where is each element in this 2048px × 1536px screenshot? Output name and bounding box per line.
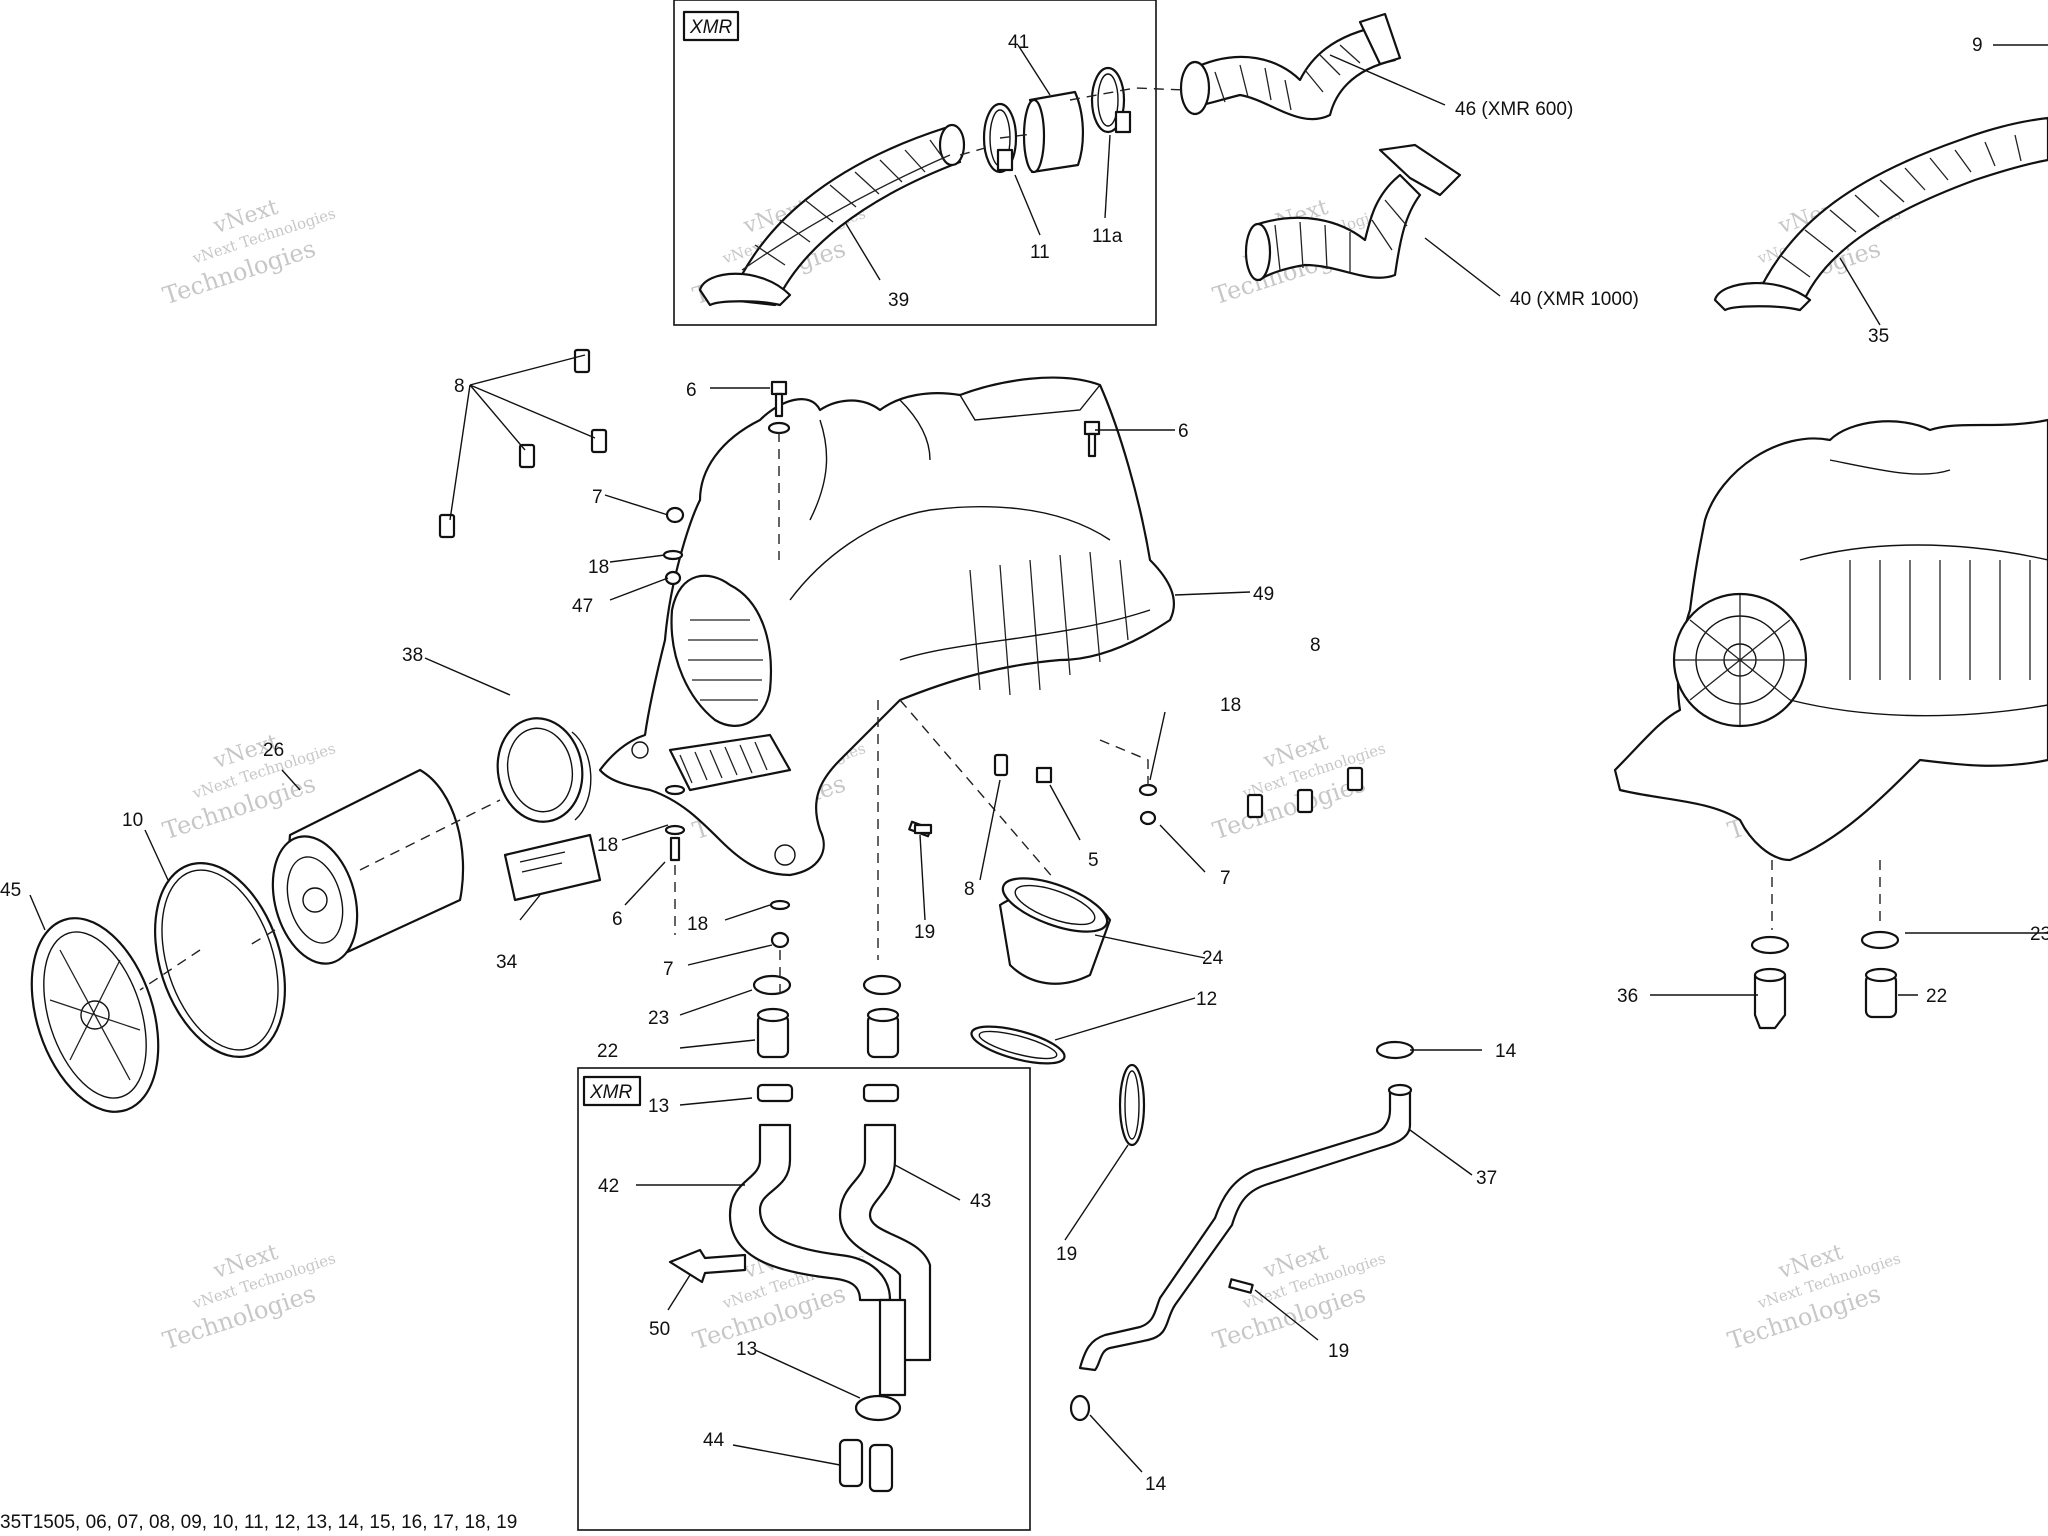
clips-8-right [1246, 766, 1364, 819]
label-34 [503, 833, 602, 902]
watermark: vNext vNext Technologies Technologies [1209, 730, 1388, 845]
watermark: vNext vNext Technologies Technologies [159, 1240, 338, 1355]
callout-19-band: 19 [1056, 1244, 1077, 1265]
clip-19-small [913, 823, 933, 835]
watermark: vNext vNext Technologies Technologies [1724, 1240, 1903, 1355]
nut-7-top [662, 506, 685, 586]
callout-36: 36 [1617, 986, 1638, 1007]
screw-6-lower [664, 784, 791, 949]
clamp-13-lower [854, 1394, 902, 1422]
callout-18-mid: 18 [597, 835, 618, 856]
callout-13-top: 13 [648, 1096, 669, 1117]
misc-hardware-right [908, 753, 1158, 838]
callout-8-mid: 8 [964, 879, 975, 900]
callout-14-lower: 14 [1145, 1474, 1167, 1495]
callout-11a: 11a [1092, 226, 1123, 247]
airbox-49 [598, 376, 1175, 877]
callout-13-lower: 13 [736, 1339, 757, 1360]
callout-22: 22 [597, 1041, 618, 1062]
callout-45: 45 [0, 880, 21, 901]
callout-39: 39 [888, 290, 909, 311]
coupler-41 [1022, 90, 1085, 174]
callout-35: 35 [1868, 326, 1889, 347]
callout-41: 41 [1008, 32, 1029, 53]
gasket-10 [154, 862, 286, 1058]
callout-18-right: 18 [1220, 695, 1241, 716]
callout-19-right: 19 [1328, 1341, 1349, 1362]
intake-duct-35 [1713, 116, 2048, 312]
callout-43: 43 [970, 1191, 991, 1212]
arrow-50 [668, 1248, 747, 1284]
callout-18-lower: 18 [687, 914, 708, 935]
watermark: vNext vNext Technologies Technologies [1209, 1240, 1388, 1355]
callout-6-top: 6 [686, 380, 697, 401]
band-19-center [1118, 1063, 1146, 1147]
right-lower-fittings [1750, 930, 1900, 1030]
clamp-12 [970, 1025, 1066, 1065]
callout-19-mid: 19 [914, 922, 935, 943]
callout-5: 5 [1088, 850, 1099, 871]
callout-6-lower: 6 [612, 909, 623, 930]
elbow-46 [1179, 12, 1402, 121]
xmr-box-top-label: XMR [689, 17, 733, 38]
callout-47: 47 [572, 596, 593, 617]
assembly-lines [139, 87, 1881, 1000]
callout-9: 9 [1972, 35, 1983, 56]
callout-10: 10 [122, 810, 143, 831]
callout-37: 37 [1476, 1168, 1497, 1189]
boot-24 [998, 877, 1112, 985]
callout-7-top: 7 [592, 487, 603, 508]
xmr-box-bottom-tag [582, 1075, 642, 1107]
callout-23: 23 [648, 1008, 669, 1029]
callout-6-right: 6 [1178, 421, 1189, 442]
air-filter-26 [271, 768, 465, 965]
airbox-partial-right [1613, 418, 2048, 862]
screw-6-right [1083, 420, 1101, 458]
leader-lines [29, 44, 2048, 1473]
callout-46: 46 (XMR 600) [1455, 99, 1573, 120]
callout-7-lower: 7 [663, 959, 674, 980]
callout-22-right: 22 [1926, 986, 1947, 1007]
clamp-11a [1090, 66, 1132, 134]
hose-fittings-center [752, 974, 902, 1103]
callout-34: 34 [496, 952, 518, 973]
callout-18-top: 18 [588, 557, 609, 578]
callout-50: 50 [649, 1319, 670, 1340]
callout-44: 44 [703, 1430, 725, 1451]
callout-8-right: 8 [1310, 635, 1321, 656]
elbow-40 [1244, 143, 1462, 282]
filter-cover-45 [30, 917, 160, 1113]
callout-labels: 41 46 (XMR 600) 11 11a 39 40 (XMR 1000) … [0, 32, 2048, 1495]
callout-24: 24 [1202, 948, 1224, 969]
clips-8-top [438, 348, 608, 539]
callout-38: 38 [402, 645, 423, 666]
seal-ring-38 [496, 717, 592, 823]
xmr-box-top-tag [682, 10, 740, 42]
watermark: vNext vNext Technologies Technologies [159, 195, 338, 310]
xmr-box-bottom-label: XMR [589, 1082, 633, 1103]
callout-14-top: 14 [1495, 1041, 1517, 1062]
callout-12: 12 [1196, 989, 1217, 1010]
intake-duct-39 [698, 123, 966, 307]
hose-42-43 [728, 1123, 932, 1397]
xmr-box-top [673, 0, 1157, 326]
fittings-44 [838, 1438, 894, 1493]
drawing-reference: 35T1505, 06, 07, 08, 09, 10, 11, 12, 13,… [0, 1512, 517, 1533]
callout-26: 26 [263, 740, 284, 761]
callout-7-right: 7 [1220, 868, 1231, 889]
callout-8-top: 8 [454, 376, 465, 397]
drain-hose-37 [1078, 1083, 1413, 1372]
xmr-box-bottom [577, 1067, 1031, 1531]
callout-11: 11 [1030, 242, 1050, 263]
callout-49: 49 [1253, 584, 1274, 605]
callout-40: 40 (XMR 1000) [1510, 289, 1639, 310]
clip-19-right [1228, 1278, 1254, 1294]
callout-42: 42 [598, 1176, 619, 1197]
callout-23-right: 23 [2030, 924, 2048, 945]
